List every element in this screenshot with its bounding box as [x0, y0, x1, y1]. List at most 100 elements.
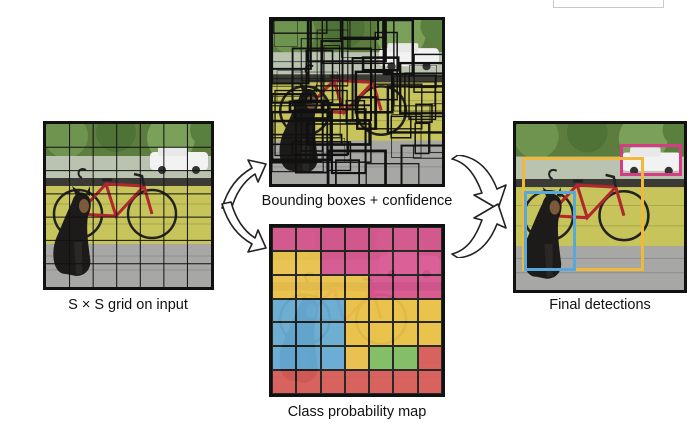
candidate-box	[294, 109, 329, 174]
candidate-box	[327, 141, 352, 172]
class-cell-magenta	[272, 227, 297, 251]
bounding-box-lines	[272, 20, 442, 184]
class-cell-magenta	[393, 227, 418, 251]
class-cell-red	[272, 370, 297, 394]
class-cell-blue	[272, 322, 297, 347]
class-cell-blue	[320, 322, 345, 347]
candidate-box	[291, 141, 350, 156]
candidate-box	[305, 123, 372, 163]
candidate-box	[335, 159, 360, 184]
detection-box-bicycle	[522, 157, 644, 271]
candidate-box	[361, 56, 400, 72]
candidate-box	[386, 85, 442, 134]
input-grid-lines	[46, 124, 211, 287]
class-cell-green	[369, 346, 394, 371]
class-cell-blue	[272, 346, 297, 371]
class-cell-blue	[296, 322, 321, 347]
candidate-box	[374, 83, 423, 130]
input-grid-panel	[43, 121, 214, 290]
candidate-box	[274, 20, 298, 47]
candidate-box	[272, 20, 310, 85]
class-cell-yellow	[369, 298, 394, 323]
arrow-to-class-map	[221, 201, 267, 253]
class-cell-blue	[320, 346, 345, 371]
class-cell-green	[393, 346, 418, 371]
class-cell-magenta	[369, 274, 394, 299]
class-cell-yellow	[296, 274, 321, 299]
class-cell-blue	[320, 298, 345, 323]
candidate-box	[415, 103, 433, 123]
class-cell-magenta	[417, 227, 442, 251]
arrow-from-class-map	[451, 203, 507, 258]
corner-widget	[553, 0, 664, 8]
candidate-box	[399, 61, 442, 115]
class-cell-yellow	[417, 322, 442, 347]
caption-bounding: Bounding boxes + confidence	[261, 193, 453, 209]
class-cell-yellow	[320, 274, 345, 299]
class-cell-blue	[272, 298, 297, 323]
class-cell-magenta	[417, 250, 442, 275]
candidate-box	[276, 70, 303, 103]
class-cell-yellow	[272, 274, 297, 299]
class-probability-grid	[272, 227, 442, 394]
class-cell-yellow	[369, 322, 394, 347]
candidate-box	[365, 163, 420, 184]
candidate-box	[409, 64, 437, 89]
class-cell-yellow	[417, 298, 442, 323]
candidate-box	[382, 20, 415, 76]
class-cell-magenta	[393, 250, 418, 275]
class-cell-magenta	[344, 227, 370, 251]
candidate-box	[320, 40, 344, 106]
class-cell-magenta	[320, 227, 345, 251]
candidate-box	[354, 70, 394, 114]
class-cell-yellow	[272, 250, 297, 275]
candidate-box	[339, 20, 380, 41]
arrow-from-bounding-boxes	[451, 155, 507, 210]
caption-classmap: Class probability map	[287, 404, 427, 420]
candidate-box	[272, 133, 343, 146]
class-cell-yellow	[344, 322, 370, 347]
class-cell-yellow	[344, 298, 370, 323]
candidate-box	[305, 49, 334, 104]
class-cell-magenta	[393, 274, 418, 299]
caption-input: S × S grid on input	[68, 297, 188, 313]
candidate-box	[341, 20, 386, 39]
class-cell-red	[344, 370, 370, 394]
class-cell-red	[369, 370, 394, 394]
candidate-box	[274, 89, 348, 157]
class-cell-red	[417, 370, 442, 394]
class-cell-red	[296, 370, 321, 394]
final-detections-panel	[513, 121, 687, 293]
class-cell-red	[320, 370, 345, 394]
detection-box-car	[620, 144, 682, 176]
class-cell-yellow	[344, 274, 370, 299]
class-cell-magenta	[369, 250, 394, 275]
class-cell-magenta	[320, 250, 345, 275]
class-cell-magenta	[369, 227, 394, 251]
candidate-box	[429, 103, 442, 153]
candidate-box	[356, 96, 378, 130]
bounding-boxes-panel	[269, 17, 445, 187]
candidate-box	[391, 114, 422, 158]
candidate-box	[404, 72, 442, 118]
candidate-box	[300, 38, 349, 82]
candidate-box	[393, 76, 442, 112]
candidate-box	[390, 115, 412, 139]
class-cell-yellow	[393, 322, 418, 347]
class-cell-magenta	[417, 274, 442, 299]
class-cell-yellow	[296, 250, 321, 275]
candidate-box	[306, 20, 387, 63]
candidate-box	[272, 20, 312, 70]
candidate-box	[272, 20, 328, 34]
candidate-box	[272, 119, 316, 164]
class-probability-panel	[269, 224, 445, 397]
candidate-box	[400, 144, 442, 184]
class-cell-yellow	[393, 298, 418, 323]
arrow-to-bounding-boxes	[221, 159, 267, 211]
detection-box-dog	[524, 191, 576, 271]
caption-final: Final detections	[549, 297, 651, 313]
class-cell-red	[393, 370, 418, 394]
class-cell-magenta	[296, 227, 321, 251]
candidate-box	[349, 20, 384, 50]
class-cell-blue	[296, 298, 321, 323]
